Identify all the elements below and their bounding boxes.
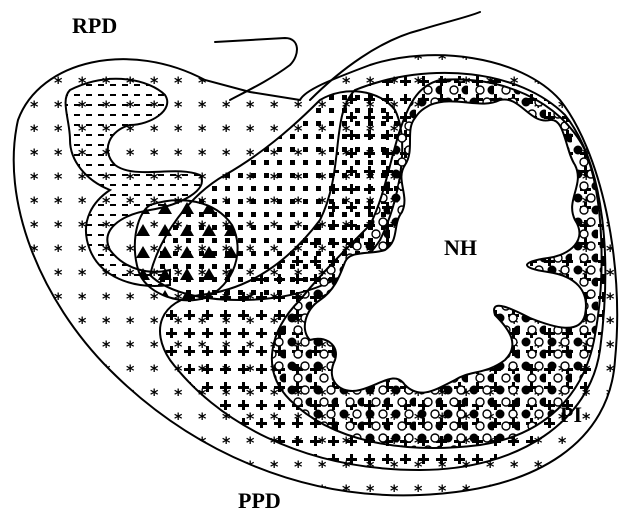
label-pi: PI bbox=[560, 402, 582, 427]
label-nh: NH bbox=[444, 235, 477, 260]
label-ppd: PPD bbox=[238, 488, 281, 513]
label-rpd: RPD bbox=[72, 13, 117, 38]
triangle-region bbox=[135, 200, 238, 300]
